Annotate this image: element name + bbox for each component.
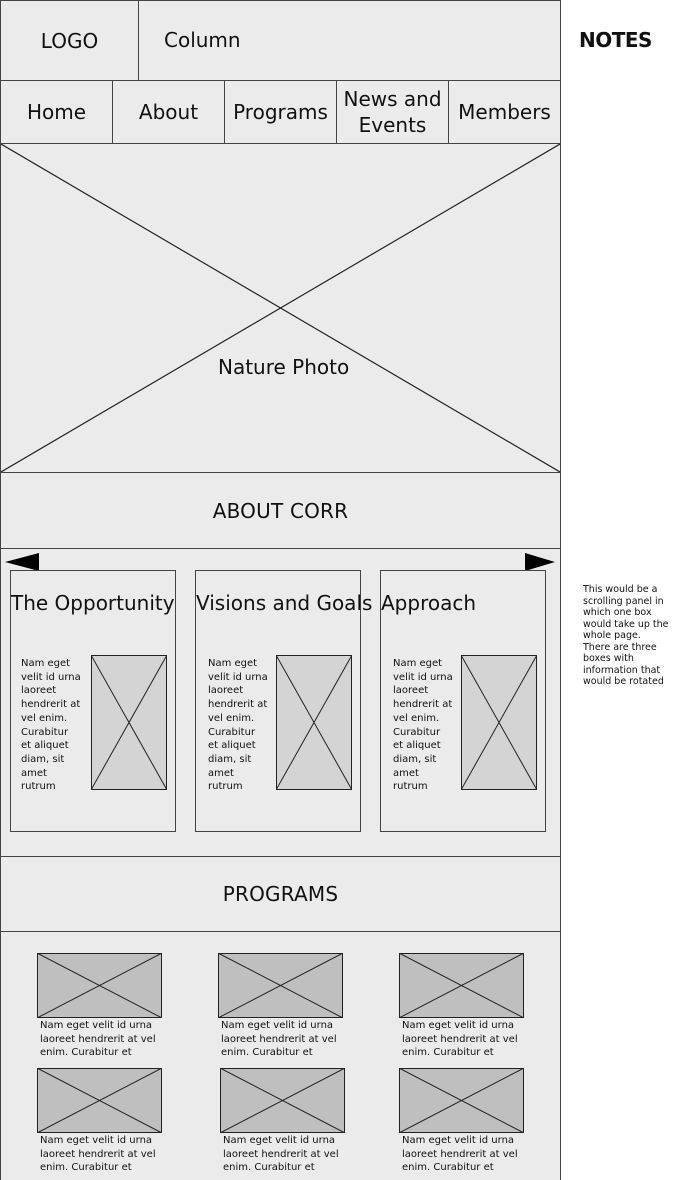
about-carousel: The Opportunity Nam eget velit id urna l… [0,548,561,857]
logo-box[interactable]: LOGO [0,0,139,81]
placeholder-cross-icon [91,655,167,790]
nav-home[interactable]: Home [0,80,113,144]
card-text: Nam eget velit id urna laoreet hendrerit… [393,658,453,793]
nav-label: Programs [233,100,328,124]
card-text: Nam eget velit id urna laoreet hendrerit… [21,658,81,793]
wireframe-page: LOGO Column Home About Programs News and… [0,0,561,1180]
program-image-placeholder [399,953,524,1018]
placeholder-cross-icon [1,144,560,472]
card-image-placeholder [91,655,167,790]
program-text: Nam eget velit id urna laoreet hendrerit… [402,1020,518,1061]
program-text: Nam eget velit id urna laoreet hendrerit… [223,1135,339,1176]
program-text: Nam eget velit id urna laoreet hendrerit… [40,1135,156,1176]
arrow-left-icon[interactable] [5,553,39,571]
nav-members[interactable]: Members [448,80,561,144]
nav-label: Members [458,100,551,124]
program-image-placeholder [37,1068,162,1133]
program-image-placeholder [399,1068,524,1133]
card-title: Approach [381,591,477,615]
program-image-placeholder [220,1068,345,1133]
hero-label: Nature Photo [218,355,350,379]
header-column-box: Column [138,0,561,81]
program-image-placeholder [37,953,162,1018]
logo-label: LOGO [40,28,99,53]
placeholder-cross-icon [461,655,537,790]
programs-grid: Nam eget velit id urna laoreet hendrerit… [0,931,561,1180]
program-image-placeholder [218,953,343,1018]
nav-programs[interactable]: Programs [224,80,337,144]
about-section-header: ABOUT CORR [0,472,561,549]
program-text: Nam eget velit id urna laoreet hendrerit… [221,1020,337,1061]
nav-about[interactable]: About [112,80,225,144]
program-text: Nam eget velit id urna laoreet hendrerit… [40,1020,156,1061]
section-title: PROGRAMS [222,882,339,906]
card-image-placeholder [276,655,352,790]
placeholder-cross-icon [276,655,352,790]
notes-title: NOTES [579,28,652,52]
section-title: ABOUT CORR [212,498,349,523]
nav-label: About [138,100,199,124]
header-column-label: Column [164,28,241,52]
card-title: The Opportunity [11,591,175,615]
arrow-right-icon[interactable] [525,553,555,571]
about-card: Visions and Goals Nam eget velit id urna… [195,570,372,832]
about-card: The Opportunity Nam eget velit id urna l… [10,570,176,832]
nav-label: News and Events [343,87,442,137]
card-title: Visions and Goals [196,591,373,615]
notes-text: This would be a scrolling panel in which… [583,584,669,687]
nav-label: Home [26,100,87,124]
about-card: Approach Nam eget velit id urna laoreet … [380,570,546,832]
hero-image-placeholder: Nature Photo [0,143,561,473]
nav-news-and-events[interactable]: News and Events [336,80,449,144]
programs-section-header: PROGRAMS [0,856,561,932]
program-text: Nam eget velit id urna laoreet hendrerit… [402,1135,518,1176]
card-image-placeholder [461,655,537,790]
card-text: Nam eget velit id urna laoreet hendrerit… [208,658,268,793]
